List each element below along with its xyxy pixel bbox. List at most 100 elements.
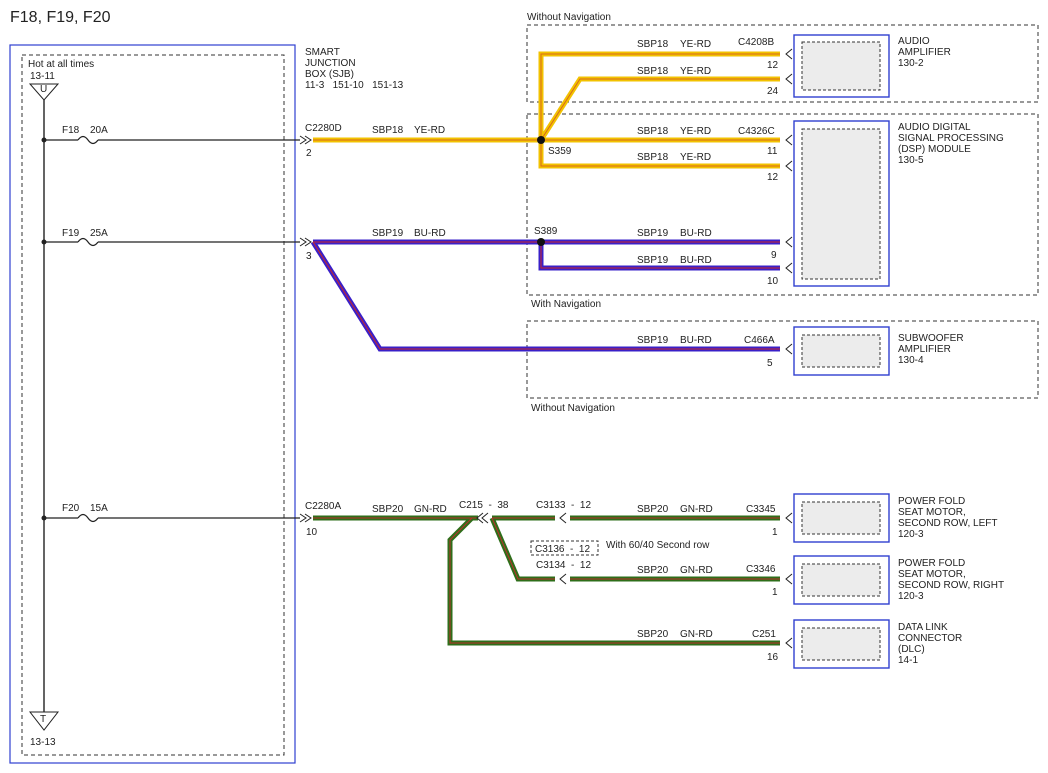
audio-amp-line2: AMPLIFIER — [898, 47, 951, 58]
sbp18-dsp11-color: YE-RD — [680, 126, 711, 137]
connector-c251: C251 — [752, 629, 776, 640]
component-data-link-connector: DATA LINK CONNECTOR (DLC) 14-1 — [793, 619, 962, 669]
wire-sbp18 — [313, 51, 780, 169]
fuse-f18-rating: 20A — [90, 125, 108, 136]
sbp18-dsp12-color: YE-RD — [680, 152, 711, 163]
seat-left-line3: SECOND ROW, LEFT — [898, 518, 997, 529]
pin-amp-24: 24 — [767, 86, 779, 97]
splice-s389-dot — [537, 238, 545, 246]
option-box-without-nav-bottom — [526, 320, 1039, 399]
ground-terminal-icon — [28, 711, 60, 731]
sbp19-sub-circuit: SBP19 — [637, 335, 669, 346]
sub-line2: AMPLIFIER — [898, 344, 951, 355]
sjb-connector-c2280a: C2280A — [305, 501, 341, 512]
component-seat-motor-left: POWER FOLD SEAT MOTOR, SECOND ROW, LEFT … — [793, 493, 997, 543]
fuse-f19-icon — [77, 237, 99, 247]
connector-c4208b: C4208B — [738, 37, 774, 48]
component-subwoofer-amplifier: SUBWOOFER AMPLIFIER 130-4 — [793, 326, 964, 376]
connector-c215: C215 - 38 — [459, 500, 509, 511]
connector-c3136-box — [530, 540, 599, 556]
pin-dsp-12: 12 — [767, 172, 779, 183]
wire-sbp20 — [313, 515, 780, 646]
pin-seat-left-1: 1 — [772, 527, 778, 538]
sjb-pin-3: 3 — [306, 251, 312, 262]
sjb-pin-10: 10 — [306, 527, 318, 538]
sbp18-dsp12-circuit: SBP18 — [637, 152, 669, 163]
pin-amp-12: 12 — [767, 60, 779, 71]
audio-amp-line3: 130-2 — [898, 58, 924, 69]
pin-sub-5: 5 — [767, 358, 773, 369]
component-audio-amplifier: AUDIO AMPLIFIER 130-2 — [793, 34, 951, 98]
connector-c4326c: C4326C — [738, 126, 775, 137]
seat-right-line4: 120-3 — [898, 591, 924, 602]
component-seat-motor-right: POWER FOLD SEAT MOTOR, SECOND ROW, RIGHT… — [793, 555, 1004, 605]
fuse-f19-name: F19 — [62, 228, 80, 239]
sjb-name-line2: JUNCTION — [305, 58, 356, 69]
dlc-line2: CONNECTOR — [898, 633, 962, 644]
splice-s359: S359 — [548, 146, 572, 157]
pin-dsp-9: 9 — [771, 250, 777, 261]
sbp18-amp24-color: YE-RD — [680, 66, 711, 77]
sbp18-dsp11-circuit: SBP18 — [637, 126, 669, 137]
sjb-pin-2: 2 — [306, 148, 312, 159]
sjb-connector-c2280d: C2280D — [305, 123, 342, 134]
connector-c3133: C3133 - 12 — [536, 500, 591, 511]
fuse-f20-rating: 15A — [90, 503, 108, 514]
bottom-terminal-label: T — [40, 714, 46, 725]
seat-left-line2: SEAT MOTOR, — [898, 507, 966, 518]
seat-right-line3: SECOND ROW, RIGHT — [898, 580, 1004, 591]
top-terminal-label: U — [40, 84, 47, 95]
sbp20-dlc-color: GN-RD — [680, 629, 713, 640]
seat-left-line1: POWER FOLD — [898, 496, 965, 507]
hot-ref: 13-11 — [30, 71, 55, 82]
sbp18-main-circuit: SBP18 — [372, 125, 404, 136]
component-pin-chevrons — [785, 48, 793, 649]
fuse-f19-rating: 25A — [90, 228, 108, 239]
component-dsp-module: AUDIO DIGITAL SIGNAL PROCESSING (DSP) MO… — [793, 120, 1004, 287]
sjb-name-line3: BOX (SJB) — [305, 69, 354, 80]
sbp20-left-color: GN-RD — [680, 504, 713, 515]
hot-label: Hot at all times — [28, 59, 94, 70]
sbp19-main-color: BU-RD — [414, 228, 446, 239]
sbp19-dsp9-circuit: SBP19 — [637, 228, 669, 239]
sbp20-left-circuit: SBP20 — [637, 504, 669, 515]
sbp19-main-circuit: SBP19 — [372, 228, 404, 239]
sbp20-main-color: GN-RD — [414, 504, 447, 515]
fuse-f18-icon — [77, 135, 99, 145]
pin-dsp-11: 11 — [767, 146, 778, 157]
seat-right-line1: POWER FOLD — [898, 558, 965, 569]
pin-dsp-10: 10 — [767, 276, 779, 287]
option-box-without-nav-top — [526, 24, 1039, 103]
dlc-line3: (DLC) — [898, 644, 925, 655]
dlc-line1: DATA LINK — [898, 622, 948, 633]
option-label-without-nav-bottom: Without Navigation — [531, 403, 615, 414]
sjb-name-line4: 11-3 151-10 151-13 — [305, 80, 404, 91]
fuse-f20-icon — [77, 513, 99, 523]
sbp20-right-color: GN-RD — [680, 565, 713, 576]
sbp20-main-circuit: SBP20 — [372, 504, 404, 515]
seat-right-line2: SEAT MOTOR, — [898, 569, 966, 580]
connector-c3136: C3136 - 12 — [535, 544, 590, 555]
bottom-ref: 13-13 — [30, 737, 56, 748]
fuse-f18-name: F18 — [62, 125, 80, 136]
dlc-line4: 14-1 — [898, 655, 918, 666]
option-label-with-6040: With 60/40 Second row — [606, 540, 710, 551]
sbp18-amp12-color: YE-RD — [680, 39, 711, 50]
option-label-with-nav: With Navigation — [531, 299, 601, 310]
audio-amp-line1: AUDIO — [898, 36, 930, 47]
sub-line3: 130-4 — [898, 355, 924, 366]
connector-c3134: C3134 - 12 — [536, 560, 591, 571]
battery-terminal-icon — [28, 83, 60, 101]
dsp-line4: 130-5 — [898, 155, 924, 166]
fuse-f20-name: F20 — [62, 503, 80, 514]
sbp18-main-color: YE-RD — [414, 125, 445, 136]
connector-c3345: C3345 — [746, 504, 776, 515]
splice-s389: S389 — [534, 226, 558, 237]
sbp19-dsp10-color: BU-RD — [680, 255, 712, 266]
option-box-with-nav — [526, 113, 1039, 296]
pin-dlc-16: 16 — [767, 652, 779, 663]
sbp18-amp12-circuit: SBP18 — [637, 39, 669, 50]
pin-seat-right-1: 1 — [772, 587, 778, 598]
smart-junction-box: Hot at all times 13-11 U T 13-13 F18 20A… — [9, 44, 404, 764]
